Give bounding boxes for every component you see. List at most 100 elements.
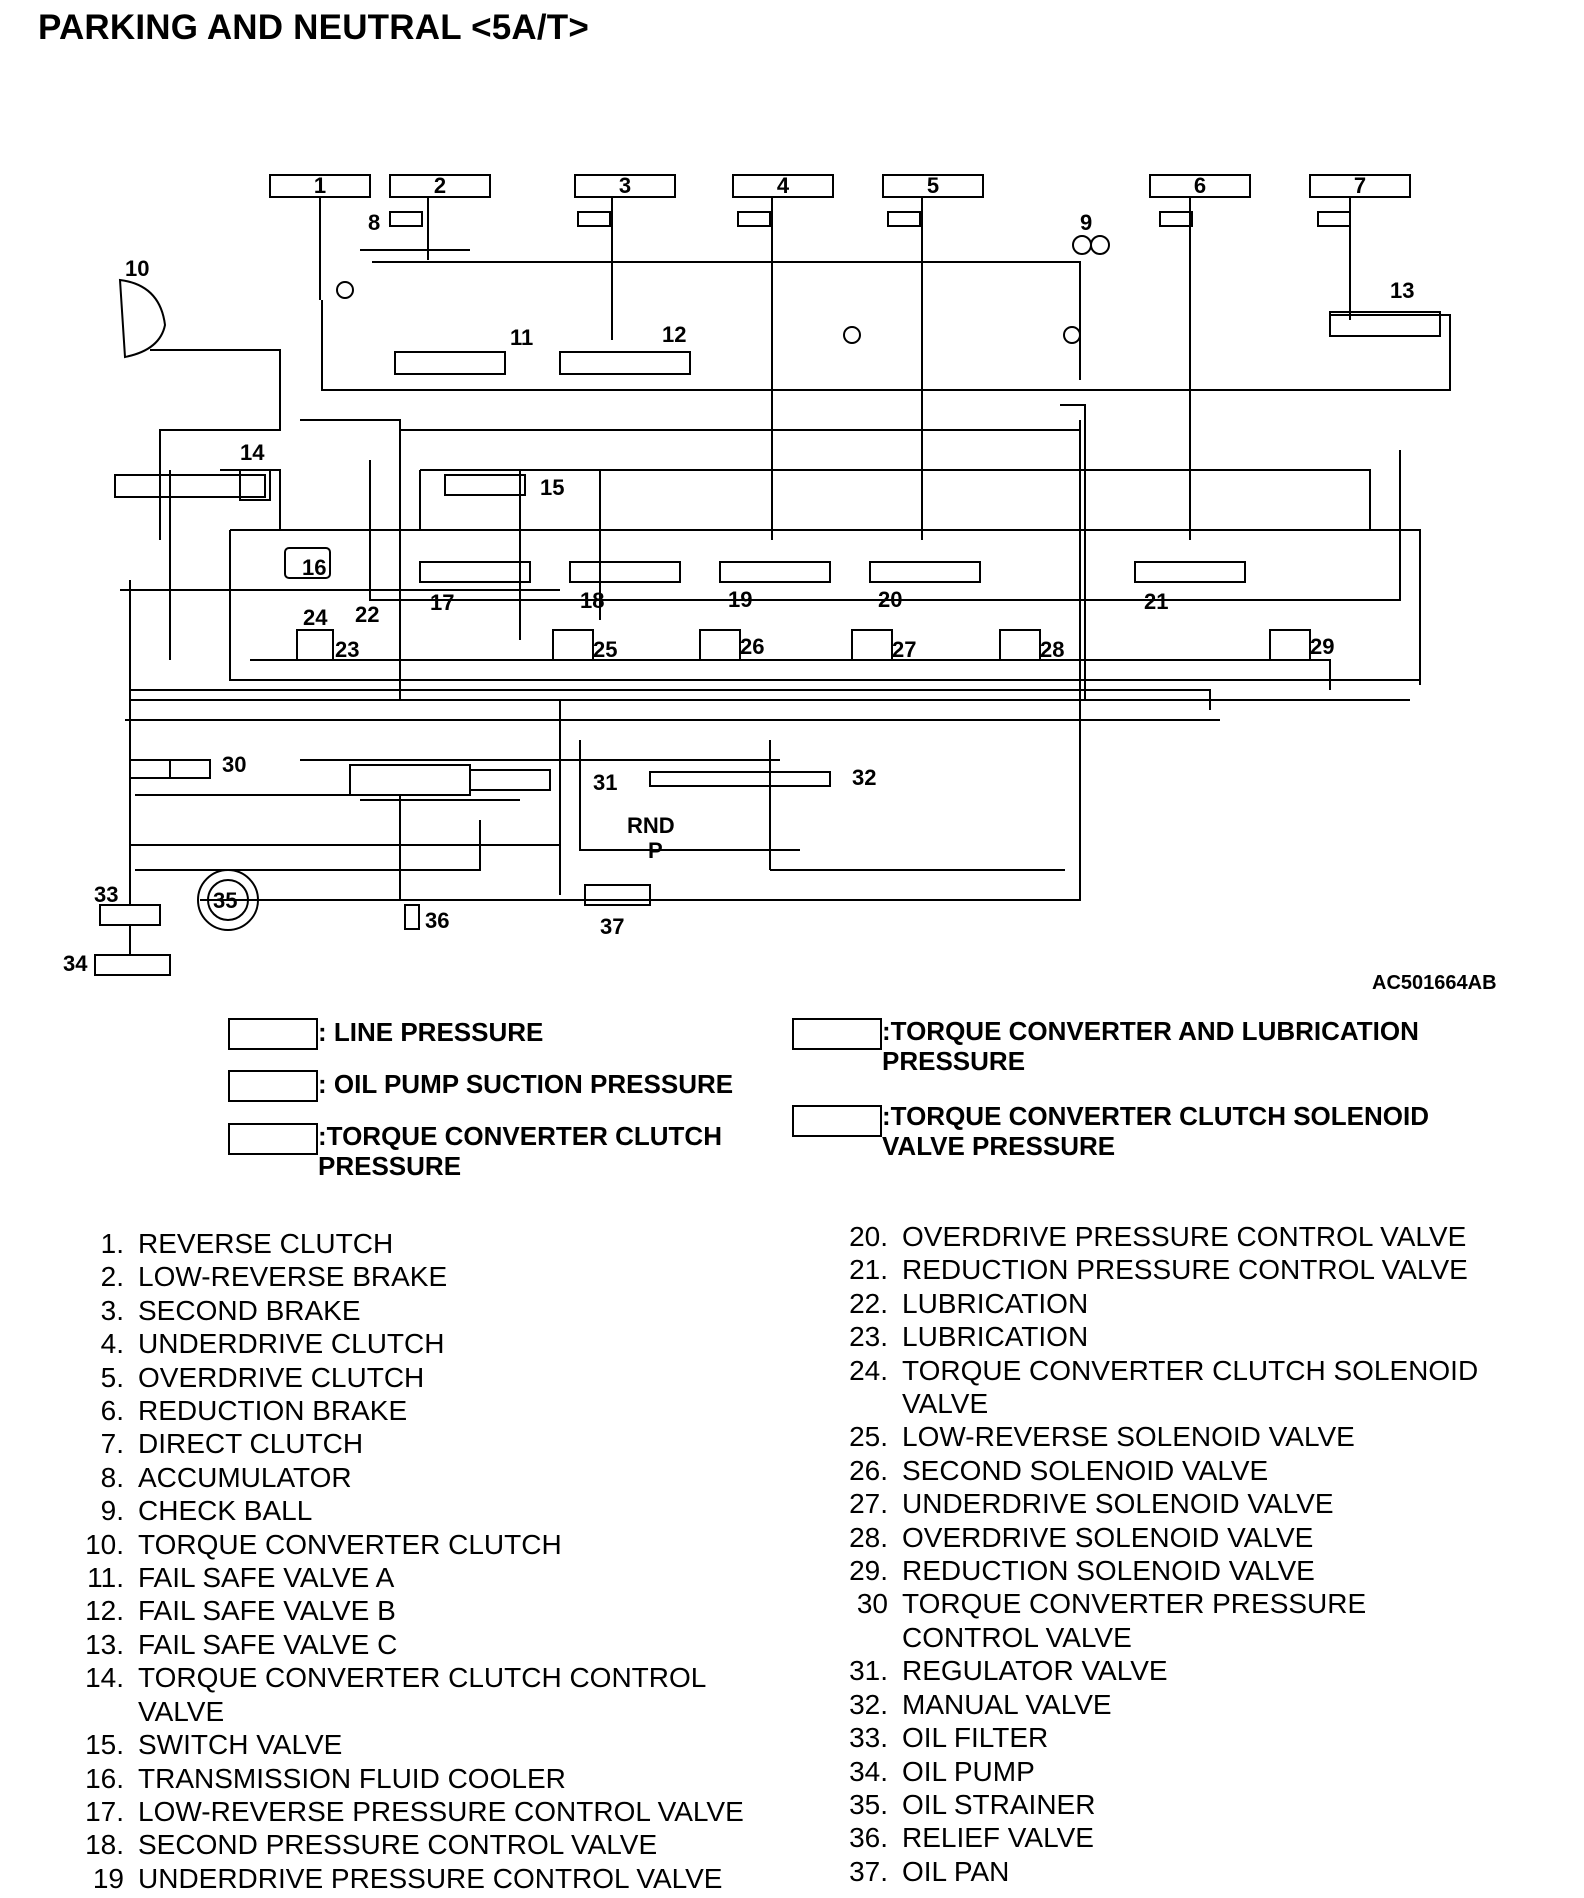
part-list-item: 33. OIL FILTER — [838, 1721, 1478, 1754]
label-10: 10 — [125, 256, 149, 281]
part-label: LUBRICATION — [902, 1321, 1089, 1353]
part-number: 21. — [849, 1254, 888, 1286]
label-34: 34 — [63, 951, 88, 976]
label-17: 17 — [430, 590, 454, 615]
part-label: TORQUE CONVERTER CLUTCH — [138, 1528, 562, 1560]
part-label: REDUCTION BRAKE — [138, 1395, 408, 1427]
legend-torque-converter-lubrication: :TORQUE CONVERTER AND LUBRICATION PRESSU… — [882, 1016, 1419, 1076]
part-number: 30 — [856, 1588, 888, 1620]
part-list-item: 18.SECOND PRESSURE CONTROL VALVE — [74, 1828, 744, 1861]
part-number: 7. — [100, 1428, 124, 1460]
part-label: CHECK BALL — [138, 1495, 313, 1527]
part-list-item: 25. LOW-REVERSE SOLENOID VALVE — [838, 1420, 1478, 1453]
part-number: 27. — [849, 1488, 888, 1520]
part-number: 33. — [849, 1722, 888, 1754]
part-list-item: 15.SWITCH VALVE — [74, 1728, 744, 1761]
label-7: 7 — [1354, 173, 1366, 198]
legend-swatch-line — [228, 1018, 318, 1050]
part-list-item: 3.SECOND BRAKE — [74, 1294, 744, 1327]
part-number: 2. — [100, 1261, 124, 1293]
part-list-item: 27.UNDERDRIVE SOLENOID VALVE — [838, 1487, 1478, 1520]
part-label: SECOND SOLENOID VALVE — [902, 1454, 1269, 1486]
label-11: 11 — [510, 325, 533, 350]
label-16: 16 — [302, 555, 326, 580]
part-number: 25. — [849, 1421, 888, 1453]
label-6: 6 — [1194, 173, 1206, 198]
part-list-item: 6. REDUCTION BRAKE — [74, 1394, 744, 1427]
part-label: ACCUMULATOR — [138, 1461, 352, 1493]
label-36: 36 — [425, 908, 449, 933]
part-list-item: 34.OIL PUMP — [838, 1755, 1478, 1788]
part-list-item: 9. CHECK BALL — [74, 1494, 744, 1527]
part-label: TORQUE CONVERTER CLUTCH CONTROL VALVE — [138, 1662, 707, 1727]
part-number: 16. — [85, 1762, 124, 1794]
part-list-item: 26. SECOND SOLENOID VALVE — [838, 1454, 1478, 1487]
part-number: 5. — [100, 1361, 124, 1393]
part-number: 6. — [100, 1395, 124, 1427]
oil-lines — [120, 197, 1451, 906]
part-list-item: 35.OIL STRAINER — [838, 1788, 1478, 1821]
page-title: PARKING AND NEUTRAL <5A/T> — [38, 8, 589, 47]
legend-tcc-solenoid-pressure: :TORQUE CONVERTER CLUTCH SOLENOID VALVE … — [882, 1101, 1429, 1161]
label-35: 35 — [213, 888, 237, 913]
part-label: SWITCH VALVE — [138, 1729, 343, 1761]
label-32: 32 — [852, 765, 876, 790]
part-list-item: 2. LOW-REVERSE BRAKE — [74, 1260, 744, 1293]
label-19: 19 — [728, 587, 752, 612]
part-number: 9. — [100, 1495, 124, 1527]
part-list-item: 36.RELIEF VALVE — [838, 1821, 1478, 1854]
part-list-item: 13.FAIL SAFE VALVE C — [74, 1628, 744, 1661]
part-label: TORQUE CONVERTER CLUTCH SOLENOID VALVE — [902, 1354, 1479, 1420]
legend-oil-pump-suction: : OIL PUMP SUCTION PRESSURE — [318, 1069, 734, 1099]
part-number: 28. — [849, 1521, 888, 1553]
label-25: 25 — [593, 637, 617, 662]
diagram-labels: 1 2 3 4 5 6 7 8 9 10 11 12 13 14 15 16 1… — [63, 173, 1414, 976]
part-label: LOW-REVERSE SOLENOID VALVE — [902, 1421, 1355, 1453]
label-37: 37 — [600, 914, 624, 939]
part-number: 14. — [85, 1662, 124, 1694]
legend-tcc-pressure: :TORQUE CONVERTER CLUTCH PRESSURE — [318, 1121, 722, 1181]
part-list-item: 1.REVERSE CLUTCH — [74, 1227, 744, 1260]
part-number: 32. — [849, 1688, 888, 1720]
part-label: UNDERDRIVE CLUTCH — [138, 1328, 445, 1360]
hydraulic-circuit-diagram: 1 2 3 4 5 6 7 8 9 10 11 12 13 14 15 16 1… — [63, 173, 1451, 976]
part-list-item: 28. OVERDRIVE SOLENOID VALVE — [838, 1521, 1478, 1554]
part-list-item: 17.LOW-REVERSE PRESSURE CONTROL VALVE — [74, 1795, 744, 1828]
part-number: 35. — [849, 1788, 888, 1820]
part-number: 22. — [849, 1287, 888, 1319]
part-list-item: 32.MANUAL VALVE — [838, 1688, 1478, 1721]
label-23: 23 — [335, 637, 359, 662]
part-list-item: 22.LUBRICATION — [838, 1287, 1478, 1320]
part-label: REGULATOR VALVE — [902, 1655, 1168, 1687]
part-label: OVERDRIVE SOLENOID VALVE — [902, 1521, 1314, 1553]
part-list-item: 7.DIRECT CLUTCH — [74, 1427, 744, 1460]
part-list-item: 5.OVERDRIVE CLUTCH — [74, 1361, 744, 1394]
part-list-item: 12.FAIL SAFE VALVE B — [74, 1594, 744, 1627]
part-number: 24. — [849, 1354, 888, 1386]
part-label: FAIL SAFE VALVE C — [138, 1628, 398, 1660]
part-label: LOW-REVERSE PRESSURE CONTROL VALVE — [138, 1795, 744, 1827]
legend-swatch-lubrication — [792, 1018, 882, 1050]
part-number: 3. — [100, 1294, 124, 1326]
label-1: 1 — [314, 173, 326, 198]
legend-swatch-suction — [228, 1070, 318, 1102]
part-label: TORQUE CONVERTER PRESSURE CONTROL VALVE — [902, 1588, 1367, 1653]
part-number: 12. — [85, 1595, 124, 1627]
part-label: OIL PAN — [902, 1855, 1010, 1887]
label-18: 18 — [580, 588, 604, 613]
part-list-item: 23.LUBRICATION — [838, 1320, 1478, 1353]
label-26: 26 — [740, 634, 764, 659]
part-label: LOW-REVERSE BRAKE — [138, 1261, 448, 1293]
part-number: 26. — [849, 1454, 888, 1486]
label-15: 15 — [540, 475, 564, 500]
label-8: 8 — [368, 210, 380, 235]
label-31: 31 — [593, 770, 617, 795]
part-label: FAIL SAFE VALVE A — [138, 1562, 395, 1594]
part-label: OIL FILTER — [902, 1722, 1049, 1754]
part-number: 1. — [100, 1228, 124, 1259]
label-4: 4 — [777, 173, 790, 198]
label-21: 21 — [1144, 589, 1168, 614]
part-number: 8. — [100, 1461, 124, 1493]
